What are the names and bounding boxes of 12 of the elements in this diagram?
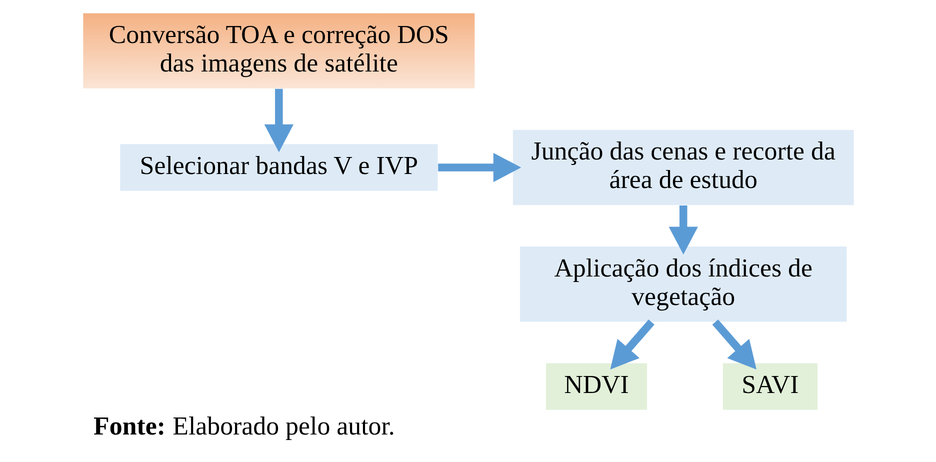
arrow	[668, 206, 698, 255]
arrow	[264, 88, 294, 152]
node-box: Aplicação dos índices de vegetação	[520, 246, 846, 322]
node-box: Junção das cenas e recorte da área de estudo	[512, 130, 854, 206]
node-box: Conversão TOA e correção DOS das imagens de satélite	[82, 13, 474, 88]
caption: Fonte: Elaborado pelo autor.	[93, 412, 394, 441]
arrow	[610, 319, 654, 370]
node-box: SAVI	[722, 363, 818, 410]
arrow	[712, 319, 756, 370]
node-box: Selecionar bandas V e IVP	[120, 144, 438, 191]
node-box: NDVI	[545, 363, 647, 410]
arrow	[438, 152, 521, 182]
